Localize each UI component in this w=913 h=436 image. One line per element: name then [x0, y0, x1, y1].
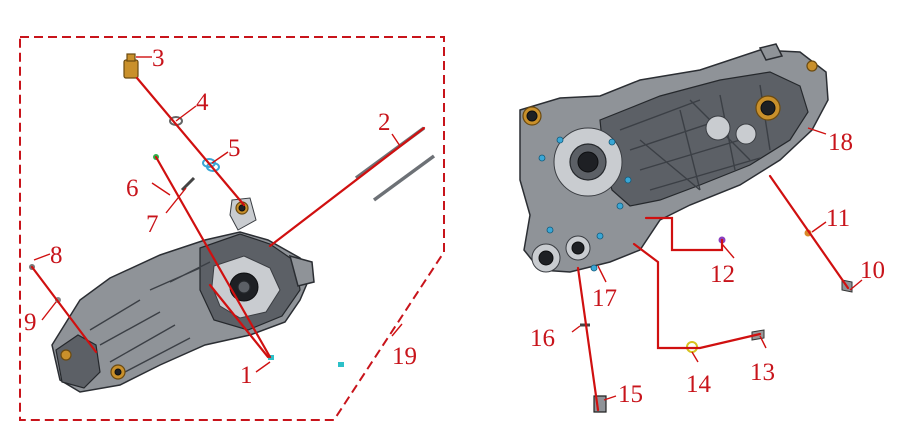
callout-2: 2: [378, 109, 391, 136]
left-leader-lines: [30, 56, 426, 373]
callout-11: 11: [826, 205, 850, 232]
callout-14: 14: [686, 371, 712, 398]
left-group: 3 4 5 6 7 8 9 1 2 19: [19, 36, 445, 421]
callout-15: 15: [618, 381, 643, 408]
callout-13: 13: [750, 359, 775, 386]
callout-10: 10: [860, 257, 885, 284]
right-crankcase-cover: [519, 43, 829, 273]
left-crankcase-casting: [51, 197, 315, 393]
part-3-brass-fitting: [123, 53, 139, 79]
callout-18: 18: [828, 129, 853, 156]
callout-17: 17: [592, 285, 617, 312]
right-leader-lines: [571, 127, 863, 412]
group-19-boundary: [19, 36, 445, 421]
callout-9: 9: [24, 309, 37, 336]
callout-4: 4: [196, 89, 209, 116]
callout-7: 7: [146, 211, 159, 238]
callout-3: 3: [152, 45, 165, 72]
callout-5: 5: [228, 135, 241, 162]
part-7-dowel: [180, 176, 196, 192]
callout-1: 1: [240, 362, 253, 389]
callout-19: 19: [392, 343, 417, 370]
right-group: 18 11 10 12 17 16 13 14 15: [519, 43, 885, 413]
callout-16: 16: [530, 325, 555, 352]
callout-8: 8: [50, 242, 63, 269]
callout-6: 6: [126, 175, 139, 202]
part-1-plug: [268, 355, 274, 360]
callout-12: 12: [710, 261, 735, 288]
